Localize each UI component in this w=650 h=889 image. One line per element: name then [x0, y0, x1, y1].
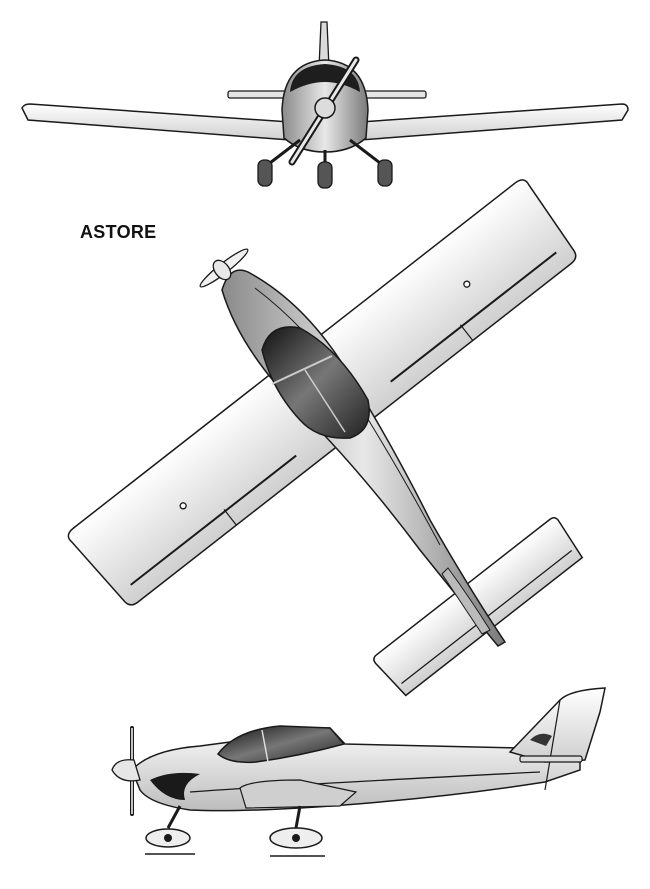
top-canopy	[261, 326, 370, 439]
side-fuselage	[131, 727, 581, 812]
side-fin	[508, 687, 606, 763]
front-wheel-left	[257, 159, 273, 187]
front-canopy	[290, 64, 360, 92]
front-wheel-right	[377, 159, 393, 187]
front-view	[21, 21, 629, 189]
front-spinner	[314, 97, 336, 119]
aircraft-name-label: ASTORE	[80, 222, 157, 242]
side-stabilizer	[519, 755, 583, 763]
top-view	[67, 179, 584, 697]
front-wheel-nose	[317, 161, 333, 189]
side-view	[111, 687, 606, 857]
side-canopy	[216, 725, 346, 764]
